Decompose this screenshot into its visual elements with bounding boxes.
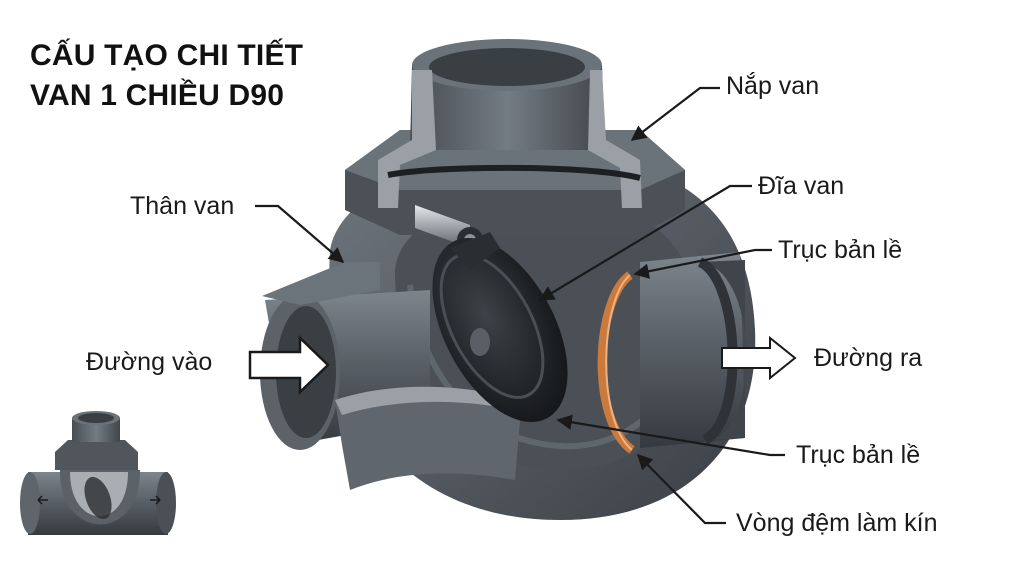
title-line-1: CẤU TẠO CHI TIẾT xyxy=(30,39,304,72)
leader-lines xyxy=(255,86,785,525)
label-hinge-top: Trục bản lề xyxy=(778,236,903,264)
label-inlet: Đường vào xyxy=(86,348,213,376)
leader-seal xyxy=(636,453,726,525)
seal-gasket-ring xyxy=(597,271,635,454)
leader-cap xyxy=(630,86,720,141)
outlet-flow-arrow xyxy=(721,335,797,381)
thumbnail-valve xyxy=(20,411,176,535)
leader-hinge-top xyxy=(633,248,772,279)
check-disc xyxy=(432,232,568,422)
valve-cap xyxy=(345,39,685,235)
label-outlet: Đường ra xyxy=(814,344,923,372)
title-line-2: VAN 1 CHIỀU D90 xyxy=(30,79,285,112)
label-body: Thân van xyxy=(130,192,235,220)
label-cap: Nắp van xyxy=(726,72,820,100)
leader-hinge-bottom xyxy=(556,414,785,457)
label-disc: Đĩa van xyxy=(758,172,845,200)
inlet-flow-arrow xyxy=(248,335,330,395)
label-seal: Vòng đệm làm kín xyxy=(736,509,938,537)
label-hinge-bottom: Trục bản lề xyxy=(796,441,921,469)
leader-body xyxy=(255,204,345,264)
leader-disc xyxy=(538,184,752,301)
diagram-title: CẤU TẠO CHI TIẾT VAN 1 CHIỀU D90 xyxy=(30,36,303,116)
